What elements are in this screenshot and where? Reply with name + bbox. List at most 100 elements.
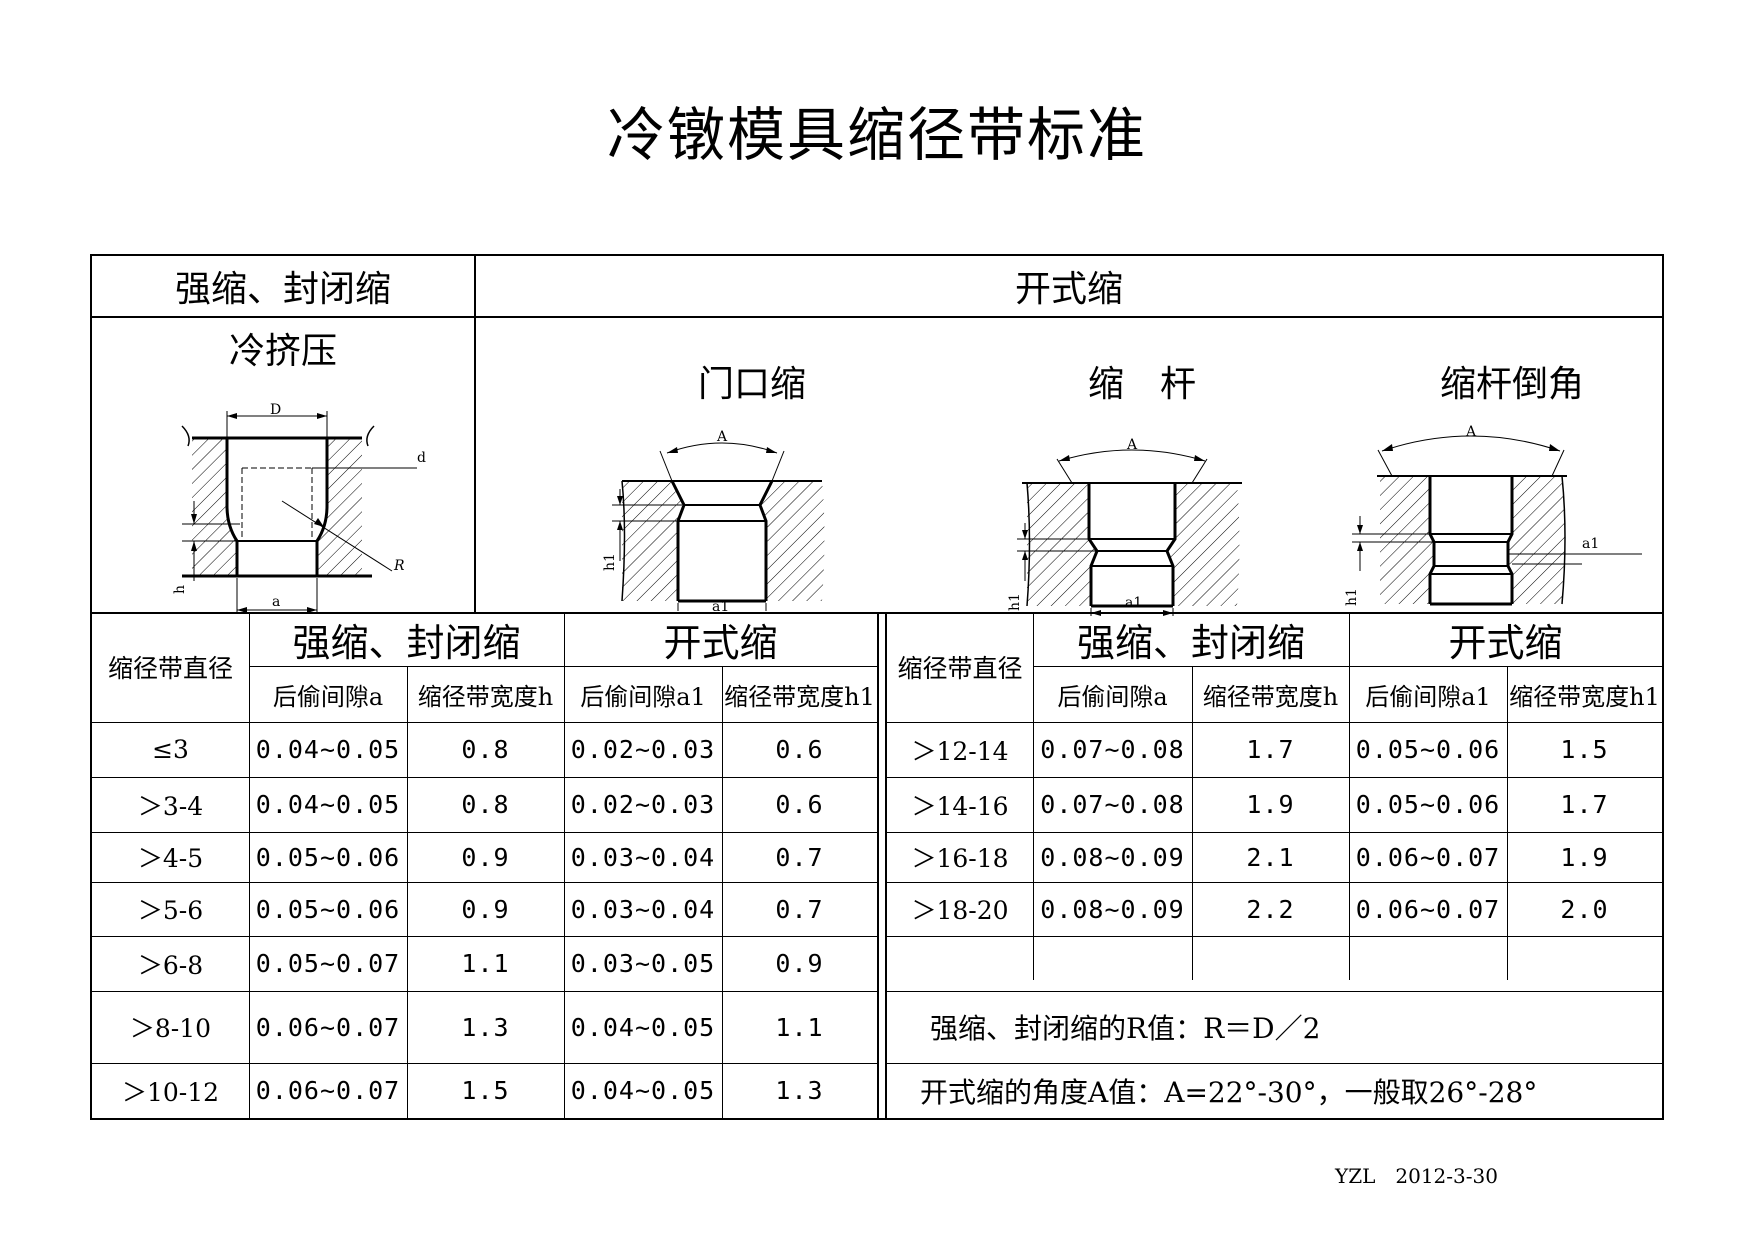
header-closed: 强缩、封闭缩 (174, 269, 391, 310)
label-d: d (417, 450, 426, 466)
right-row-4-a1: 0.06~0.07 (1355, 894, 1501, 924)
standard-table: 强缩、封闭缩 开式缩 冷挤压 门口缩 缩 杆 缩杆倒角 D d R (90, 254, 1664, 1120)
left-row-5-a1: 0.03~0.05 (570, 949, 716, 978)
caption-rod-reduction: 缩 杆 (1087, 364, 1196, 405)
header-group-closed-right: 强缩、封闭缩 (1076, 620, 1305, 665)
right-row-2-h1: 1.7 (1560, 790, 1609, 819)
left-row-7-h: 1.5 (461, 1076, 510, 1105)
label-D: D (270, 402, 281, 418)
left-row-4-h: 0.9 (461, 894, 510, 924)
caption-cold-extrusion: 冷挤压 (228, 331, 337, 372)
right-row-2-d: ＞14-16 (911, 791, 1009, 821)
right-row-3-h1: 1.9 (1560, 842, 1609, 872)
left-row-2-d: ＞3-4 (137, 791, 204, 821)
header-sub-a1-right: 后偷间隙a1 (1365, 682, 1491, 711)
header-diameter-right: 缩径带直径 (897, 654, 1023, 683)
left-row-1-h1: 0.6 (775, 735, 824, 764)
left-row-4-d: ＞5-6 (137, 896, 204, 925)
left-row-6-h1: 1.1 (775, 1012, 824, 1042)
header-sub-a-left: 后偷间隙a (272, 682, 384, 711)
header-sub-a-right: 后偷间隙a (1057, 682, 1168, 711)
header-diameter-left: 缩径带直径 (107, 654, 233, 683)
right-row-3-a1: 0.06~0.07 (1355, 842, 1501, 872)
left-row-3-a1: 0.03~0.04 (570, 842, 716, 872)
left-row-1-a1: 0.02~0.03 (570, 735, 716, 764)
left-row-2-a1: 0.02~0.03 (570, 790, 716, 819)
right-row-1-h: 1.7 (1246, 735, 1295, 764)
left-row-5-a: 0.05~0.07 (255, 949, 401, 978)
right-row-1-a: 0.07~0.08 (1040, 735, 1185, 764)
door-reduction-diagram: A h1 a1 (602, 429, 825, 611)
header-group-open-right: 开式缩 (1448, 620, 1563, 665)
right-row-5-a1 (1349, 936, 1507, 991)
right-row-4-h: 2.2 (1246, 894, 1295, 924)
label-h1: h1 (602, 553, 618, 571)
left-row-1-h: 0.8 (461, 735, 510, 764)
left-row-2-h: 0.8 (461, 790, 510, 819)
right-row-3-d: ＞16-18 (911, 844, 1009, 873)
footer-signature: YZL 2012-3-30 (1335, 1164, 1498, 1188)
right-row-5-d (887, 936, 1033, 991)
left-row-1-a: 0.04~0.05 (255, 735, 401, 764)
left-row-7-a: 0.06~0.07 (255, 1076, 401, 1105)
left-row-4-a1: 0.03~0.04 (570, 894, 716, 924)
right-row-5-a (1033, 936, 1192, 991)
left-row-3-h: 0.9 (461, 842, 510, 872)
label-A: A (716, 429, 728, 445)
right-row-4-h1: 2.0 (1560, 894, 1609, 924)
right-row-1-a1: 0.05~0.06 (1355, 735, 1501, 764)
rod-reduction-diagram: A h1 a1 (1007, 437, 1242, 616)
right-row-4-a: 0.08~0.09 (1040, 894, 1185, 924)
header-open: 开式缩 (1014, 269, 1123, 310)
left-row-3-a: 0.05~0.06 (255, 842, 401, 872)
left-row-7-a1: 0.04~0.05 (570, 1076, 716, 1105)
header-sub-h-left: 缩径带宽度h (417, 682, 554, 711)
left-row-5-d: ＞6-8 (137, 950, 204, 980)
right-row-1-d: ＞12-14 (911, 736, 1009, 766)
label-a1: a1 (712, 599, 729, 611)
note-a-angle: 开式缩的角度A值：A=22°-30°，一般取26°-28° (920, 1075, 1538, 1109)
left-row-7-d: ＞10-12 (121, 1077, 220, 1107)
header-group-open-left: 开式缩 (663, 620, 778, 665)
page-title: 冷镦模具缩径带标准 (606, 101, 1147, 169)
left-row-6-a: 0.06~0.07 (255, 1012, 401, 1042)
note-r-value: 强缩、封闭缩的R值：R＝D／2 (930, 1012, 1321, 1045)
caption-rod-chamfer: 缩杆倒角 (1439, 364, 1584, 405)
label-h1: h1 (1007, 593, 1023, 611)
label-a1: a1 (1125, 595, 1142, 611)
header-sub-h1-left: 缩径带宽度h1 (724, 682, 875, 711)
header-sub-h1-right: 缩径带宽度h1 (1509, 682, 1660, 711)
header-sub-h-right: 缩径带宽度h (1202, 682, 1339, 711)
label-a: a (272, 594, 280, 610)
right-row-5-h (1192, 936, 1349, 991)
left-row-5-h: 1.1 (461, 949, 510, 978)
right-row-2-a: 0.07~0.08 (1040, 790, 1185, 819)
header-sub-a1-left: 后偷间隙a1 (580, 682, 706, 711)
left-row-2-a: 0.04~0.05 (255, 790, 401, 819)
left-row-5-h1: 0.9 (775, 949, 824, 978)
left-row-6-h: 1.3 (461, 1012, 510, 1042)
left-row-2-h1: 0.6 (775, 790, 824, 819)
right-row-2-a1: 0.05~0.06 (1355, 790, 1501, 819)
left-row-4-h1: 0.7 (775, 894, 824, 924)
right-row-5-h1 (1507, 936, 1662, 991)
right-row-2-h: 1.9 (1246, 790, 1295, 819)
left-row-6-d: ＞8-10 (129, 1014, 212, 1043)
label-A: A (1465, 424, 1477, 440)
label-h: h (172, 585, 188, 594)
left-row-3-h1: 0.7 (775, 842, 824, 872)
right-row-1-h1: 1.5 (1560, 735, 1609, 764)
left-row-7-h1: 1.3 (775, 1076, 824, 1105)
label-a1: a1 (1582, 536, 1599, 552)
label-h1: h1 (1344, 588, 1360, 606)
label-R: R (393, 558, 405, 574)
right-row-3-h: 2.1 (1246, 842, 1295, 872)
header-group-closed-left: 强缩、封闭缩 (292, 620, 521, 665)
label-A: A (1126, 437, 1138, 453)
left-row-4-a: 0.05~0.06 (255, 894, 401, 924)
caption-door-reduction: 门口缩 (697, 364, 806, 405)
left-row-3-d: ＞4-5 (137, 844, 204, 873)
rod-chamfer-diagram: A h1 a1 (1344, 424, 1642, 606)
right-row-4-d: ＞18-20 (911, 896, 1009, 925)
cold-extrusion-diagram: D d R h a (172, 402, 426, 614)
